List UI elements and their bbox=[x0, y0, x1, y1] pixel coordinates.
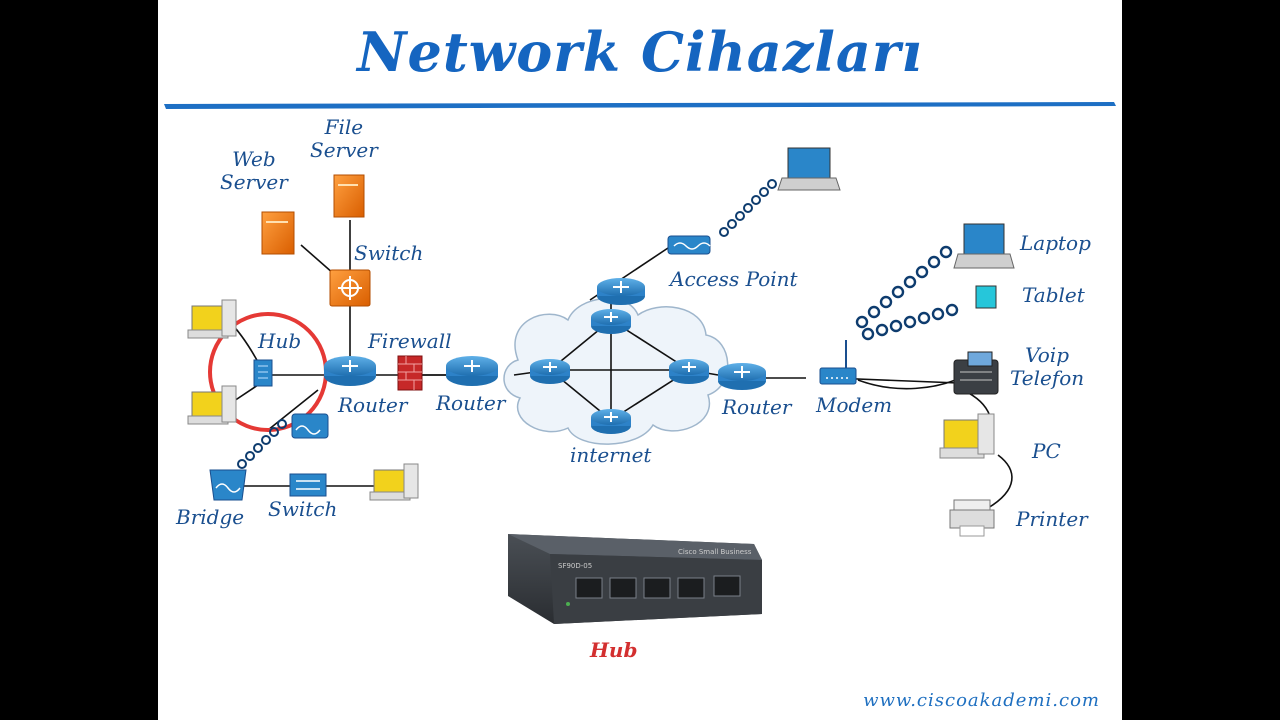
access-point-icon bbox=[667, 235, 711, 255]
pc-icon-right bbox=[939, 413, 995, 459]
printer-icon bbox=[949, 499, 995, 537]
laptop-icon-top bbox=[777, 147, 841, 191]
page-title: Network Cihazları bbox=[357, 20, 923, 84]
switch-bottom-icon bbox=[289, 473, 327, 497]
wireless-link-left bbox=[237, 419, 287, 469]
title-underline bbox=[164, 102, 1116, 109]
wireless-link-ap bbox=[719, 179, 777, 237]
pc-icon-bottom bbox=[369, 463, 419, 501]
hub-brand-label: Cisco Small Business bbox=[678, 548, 752, 556]
label-access-point: Access Point bbox=[670, 267, 798, 291]
hub-model-label: SF90D-05 bbox=[558, 562, 592, 570]
firewall-icon bbox=[397, 355, 423, 391]
wireless-link-modem bbox=[855, 245, 959, 341]
label-modem: Modem bbox=[816, 393, 893, 417]
label-router-middle: Router bbox=[436, 391, 506, 415]
voip-phone-icon bbox=[953, 351, 999, 395]
laptop-icon-right bbox=[953, 223, 1015, 269]
modem-icon bbox=[819, 340, 857, 385]
label-switch-bottom: Switch bbox=[268, 497, 338, 521]
label-internet: internet bbox=[570, 443, 652, 467]
hub-photo-caption: Hub bbox=[590, 638, 638, 662]
label-switch-top: Switch bbox=[354, 241, 424, 265]
pc-icon-top-left bbox=[187, 299, 237, 339]
hub-photo bbox=[508, 534, 762, 624]
slide: Network Cihazları bbox=[158, 0, 1122, 720]
internet-cloud bbox=[503, 297, 729, 445]
label-router-right: Router bbox=[722, 395, 792, 419]
label-firewall: Firewall bbox=[368, 329, 452, 353]
label-pc: PC bbox=[1032, 439, 1061, 463]
label-hub: Hub bbox=[258, 329, 302, 353]
label-tablet: Tablet bbox=[1022, 283, 1085, 307]
pc-icon-bottom-left bbox=[187, 385, 237, 425]
footer-website[interactable]: www.ciscoakademi.com bbox=[863, 690, 1100, 711]
hub-device-icon bbox=[253, 359, 273, 387]
web-server-icon bbox=[261, 211, 295, 255]
label-bridge: Bridge bbox=[176, 505, 245, 529]
multilayer-switch-icon bbox=[329, 269, 371, 307]
file-server-icon bbox=[333, 174, 365, 218]
label-router-left: Router bbox=[338, 393, 408, 417]
wireless-bridge-icon bbox=[291, 413, 329, 439]
network-diagram: SF90D-05 Cisco Small Business bbox=[164, 102, 1116, 624]
router-icons bbox=[324, 278, 766, 434]
bridge-icon bbox=[209, 469, 247, 501]
label-printer: Printer bbox=[1016, 507, 1088, 531]
label-laptop: Laptop bbox=[1020, 231, 1091, 255]
tablet-icon bbox=[975, 285, 997, 309]
